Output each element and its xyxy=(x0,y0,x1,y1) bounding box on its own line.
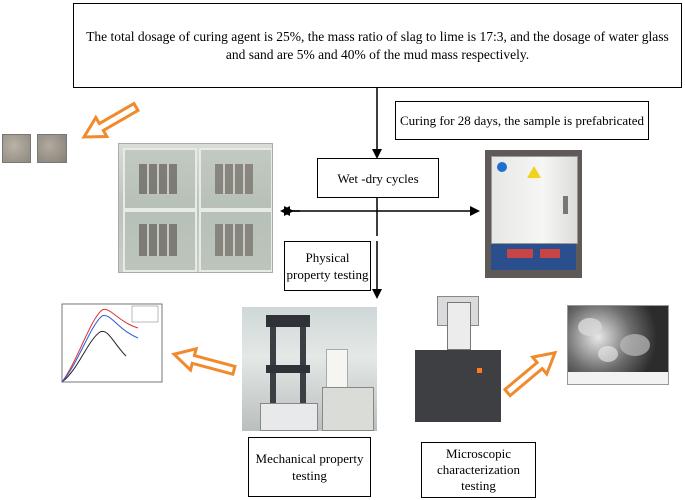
mechanical-text-2: testing xyxy=(292,468,327,483)
wetdry-box: Wet -dry cycles xyxy=(317,158,439,198)
physical-text-2: property testing xyxy=(286,267,369,282)
micro-text-2: characterization xyxy=(437,462,520,477)
chart-legend xyxy=(131,305,159,323)
curing-text: Curing for 28 days, the sample is prefab… xyxy=(399,113,645,128)
physical-box: Physical property testing xyxy=(284,241,371,291)
chart-series-blue xyxy=(61,314,139,383)
chart-series-red xyxy=(61,308,139,383)
micro-text-1: Microscopic xyxy=(446,446,511,461)
physical-text-1: Physical xyxy=(305,250,350,265)
chart-series-black xyxy=(61,330,127,383)
testing-machine-photo xyxy=(242,307,377,431)
curing-box: Curing for 28 days, the sample is prefab… xyxy=(395,101,649,140)
dosage-text: The total dosage of curing agent is 25%,… xyxy=(86,28,669,62)
sem-instrument-photo xyxy=(413,296,503,422)
sem-micrograph-photo xyxy=(567,305,669,385)
hollow-arrow-to-chart xyxy=(171,346,237,376)
hollow-arrow-to-samples xyxy=(81,101,141,139)
micro-box: Microscopic characterization testing xyxy=(421,442,536,498)
mechanical-text-1: Mechanical property xyxy=(255,451,364,466)
wetdry-tanks-photo xyxy=(118,143,273,273)
stress-strain-chart xyxy=(61,303,163,383)
hollow-arrow-to-sem xyxy=(502,350,558,398)
dosage-box: The total dosage of curing agent is 25%,… xyxy=(73,3,682,88)
wetdry-text: Wet -dry cycles xyxy=(337,170,419,186)
sample-cubes-photo xyxy=(0,130,68,166)
mechanical-box: Mechanical property testing xyxy=(248,437,371,497)
drying-oven-photo xyxy=(485,150,582,278)
micro-text-3: testing xyxy=(461,478,496,493)
